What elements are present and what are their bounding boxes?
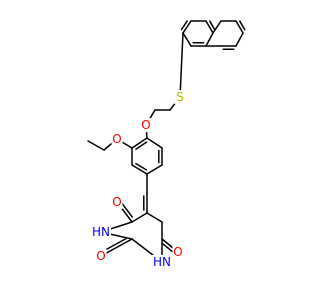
bond-21 — [146, 164, 163, 175]
atom-label-background — [91, 225, 111, 239]
atom-label-background — [95, 249, 107, 263]
atom-label-background — [140, 118, 152, 132]
atom-label-o4: O — [96, 249, 105, 263]
bond-35 — [146, 212, 163, 223]
bond-4-double — [209, 20, 216, 31]
bond-3 — [205, 32, 214, 47]
atom-label-o3: O — [112, 195, 121, 209]
bond-18-double — [135, 141, 148, 150]
atom-label-background — [172, 245, 184, 259]
bond-29 — [131, 212, 148, 223]
bond-23 — [146, 137, 163, 149]
atom-label-o5: O — [173, 245, 182, 259]
atom-label-background — [174, 90, 186, 104]
bond-26 — [87, 140, 105, 151]
bond-20-double — [135, 162, 148, 171]
bond-1 — [182, 32, 192, 47]
bond-36-double — [121, 202, 134, 218]
atom-label-background — [152, 255, 172, 269]
bond-10 — [235, 20, 244, 34]
bond-10-double — [239, 20, 246, 31]
atom-label-s1: S — [176, 90, 184, 104]
atom-label-background — [111, 132, 123, 146]
bond-12 — [212, 20, 222, 34]
bond-37-double — [103, 237, 127, 252]
bond-9 — [235, 32, 244, 47]
bond-20 — [131, 164, 148, 175]
atom-label-background — [111, 195, 123, 209]
atom-label-o1: O — [141, 118, 150, 132]
bond-6 — [182, 20, 192, 34]
atom-label-n1: HN — [92, 225, 110, 239]
bond-13 — [179, 32, 184, 98]
bond-18 — [131, 137, 148, 149]
atom-label-n2: HN — [153, 255, 171, 269]
bond-38-double — [161, 242, 175, 254]
atom-label-o2: O — [112, 132, 121, 146]
bond-6-double — [180, 20, 188, 31]
bond-4 — [205, 20, 214, 34]
